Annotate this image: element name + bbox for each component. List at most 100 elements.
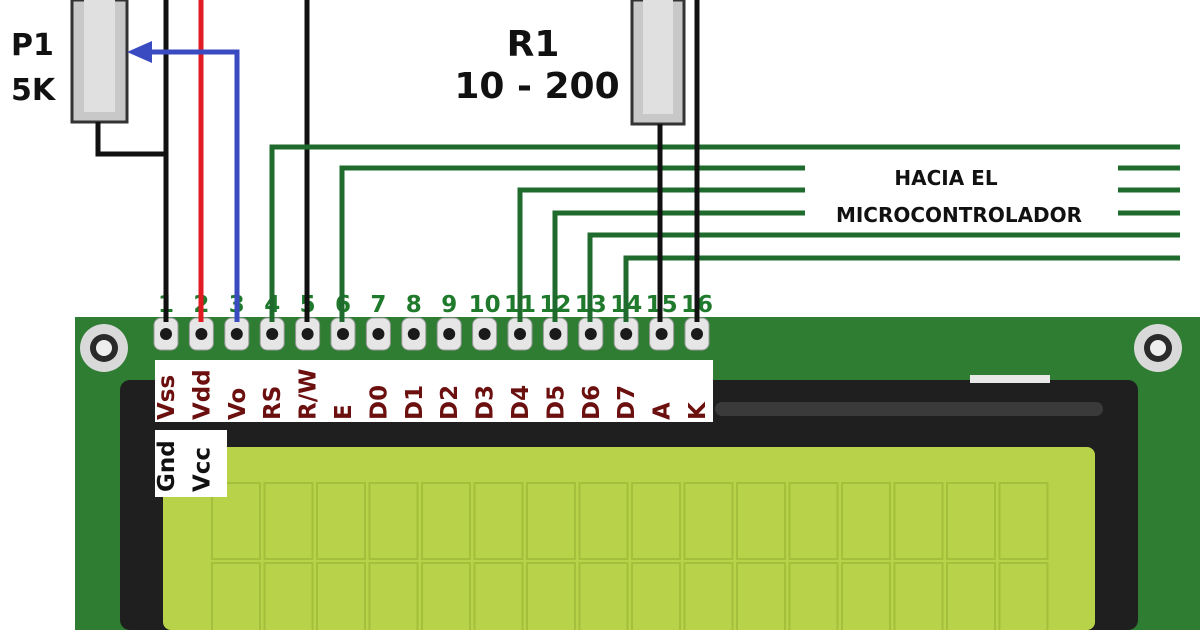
pin-hole-1 (160, 328, 172, 340)
lcd-char-cell (788, 482, 839, 560)
pin-hole-13 (584, 328, 597, 340)
wiper-arrow-icon (127, 41, 152, 63)
lcd-char-cell (841, 562, 891, 635)
pin-hole-8 (407, 328, 420, 340)
bezel-highlight (715, 402, 1103, 416)
lcd-char-cell (683, 482, 734, 560)
pin-name-15: A (650, 402, 676, 420)
lcd-char-cell (946, 482, 996, 560)
pin-number-8: 8 (406, 292, 422, 318)
lcd-char-cell (368, 562, 419, 635)
lcd-char-cell (736, 482, 786, 560)
pin-alias-1: Gnd (154, 440, 180, 492)
wire-pin4-rs (269, 144, 1180, 322)
lcd-char-cell (893, 482, 944, 560)
lcd-char-cell (631, 482, 681, 560)
potentiometer-name: P1 (11, 28, 54, 63)
wire-pin12-d5 (552, 210, 805, 322)
pin-name-9: D2 (437, 385, 463, 420)
pin-hole-3 (230, 328, 243, 340)
pin-hole-10 (478, 328, 491, 340)
bezel-tab (970, 375, 1050, 383)
pin-alias-2: Vcc (189, 447, 215, 492)
pin-hole-9 (443, 328, 456, 340)
mcu-label-line1: HACIA EL (894, 166, 997, 190)
pin-header (153, 317, 710, 351)
wire-pin14-d7 (623, 255, 1180, 322)
pin-name-8: D1 (402, 385, 428, 420)
pin-name-14: D7 (614, 385, 640, 420)
pin-hole-4 (266, 328, 279, 340)
wire-pin6-e (339, 165, 805, 322)
pin-name-11: D4 (508, 385, 534, 420)
pin-name-4: RS (260, 386, 286, 420)
lcd-char-cell (841, 482, 891, 560)
pin-number-10: 10 (469, 292, 501, 318)
pin-alias-panel (155, 430, 227, 497)
pin-name-10: D3 (473, 385, 499, 420)
pin-hole-11 (514, 328, 526, 340)
pin-hole-12 (549, 328, 562, 340)
pin-label-panel (155, 360, 713, 422)
lcd-char-cell (946, 562, 996, 635)
lcd-char-cell (473, 562, 524, 635)
lcd-char-cell (421, 482, 471, 560)
lcd-char-cell (631, 562, 681, 635)
pin-hole-16 (691, 328, 703, 340)
lcd-char-cell (473, 482, 524, 560)
pin-hole-5 (301, 328, 314, 340)
lcd-char-cell (998, 482, 1049, 560)
resistor-name: R1 (507, 24, 560, 65)
lcd-char-cell (578, 482, 629, 560)
lcd-screen (163, 447, 1095, 630)
pin-name-13: D6 (579, 385, 605, 420)
pin-hole-7 (372, 328, 385, 340)
lcd-char-cell (316, 482, 366, 560)
lcd-char-cell (211, 562, 261, 635)
mounting-hole-right (1134, 324, 1182, 372)
pin-name-1: Vss (154, 375, 180, 420)
pin-hole-14 (620, 328, 633, 340)
lcd-char-cell (788, 562, 839, 635)
pin-number-7: 7 (370, 292, 386, 318)
resistor-value: 10 - 200 (454, 66, 619, 107)
lcd-char-cell (526, 482, 576, 560)
pin-hole-2 (195, 328, 208, 340)
pin-name-2: Vdd (189, 369, 215, 420)
wire-pin3-vo (140, 49, 240, 322)
lcd-char-cell (893, 562, 944, 635)
pin-name-6: E (331, 404, 357, 420)
lcd-character-grid (211, 482, 1049, 635)
pin-hole-15 (655, 328, 668, 340)
mcu-label-line2: MICROCONTROLADOR (836, 203, 1082, 227)
wire-pin13-d6 (587, 232, 1180, 322)
lcd-char-cell (578, 562, 629, 635)
pin-name-5: R/W (296, 369, 322, 420)
pin-name-16: K (685, 401, 711, 420)
lcd-char-cell (263, 482, 314, 560)
pin-name-3: Vo (225, 388, 251, 420)
mounting-hole-left (80, 324, 128, 372)
pin-hole-6 (337, 328, 349, 340)
lcd-char-cell (263, 562, 314, 635)
lcd-char-cell (526, 562, 576, 635)
wire-pin11-d4 (517, 187, 805, 322)
pin-numbers: 12345678910111213141516 (158, 292, 713, 318)
lcd-char-cell (736, 562, 786, 635)
lcd-char-cell (368, 482, 419, 560)
resistor-core (643, 0, 673, 114)
potentiometer-lead-wire (95, 122, 166, 157)
lcd-char-cell (316, 562, 366, 635)
potentiometer-track (84, 0, 115, 112)
lcd-char-cell (421, 562, 471, 635)
pin-number-9: 9 (441, 292, 457, 318)
lcd-char-cell (211, 482, 261, 560)
lcd-char-cell (998, 562, 1049, 635)
pin-name-12: D5 (543, 385, 569, 420)
potentiometer-value: 5K (11, 73, 57, 108)
data-bus-wires (269, 144, 1180, 322)
pin-name-7: D0 (366, 385, 392, 420)
